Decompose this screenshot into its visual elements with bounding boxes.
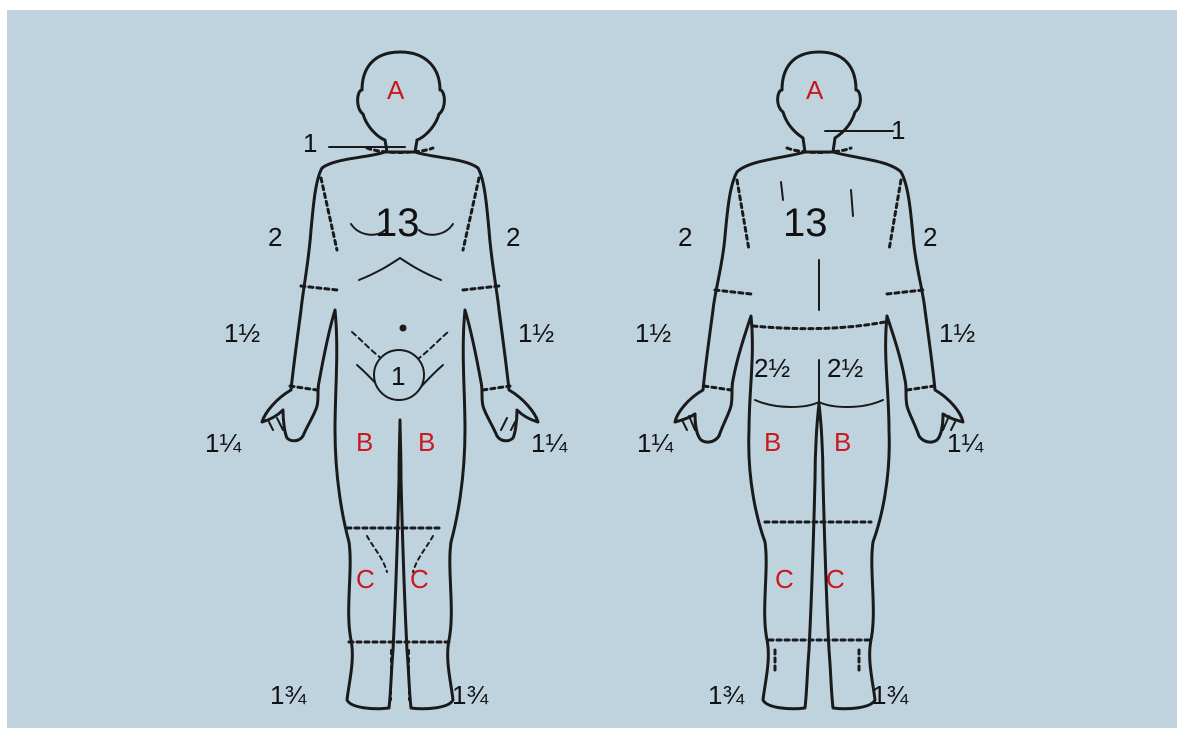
front-leg-right-label: C: [410, 566, 429, 592]
front-genitals-label: 1: [391, 363, 405, 389]
front-foot-left-label: 1¾: [270, 682, 306, 708]
back-foot-left-label: 1¾: [708, 682, 744, 708]
back-leg-right-label: C: [826, 566, 845, 592]
back-trunk-label: 13: [783, 203, 828, 243]
front-head-label: A: [387, 77, 404, 103]
back-leg-left-label: C: [775, 566, 794, 592]
back-thigh-left-label: B: [764, 429, 781, 455]
back-thigh-right-label: B: [834, 429, 851, 455]
back-upper-arm-right-label: 2: [923, 224, 937, 250]
back-neck-label: 1: [891, 117, 905, 143]
back-buttock-left-label: 2½: [754, 355, 790, 381]
back-forearm-right-label: 1½: [939, 320, 975, 346]
back-body-outline: [675, 52, 963, 709]
front-leg-left-label: C: [356, 566, 375, 592]
body-outline-figure: [7, 10, 1177, 728]
back-foot-right-label: 1¾: [872, 682, 908, 708]
front-thigh-right-label: B: [418, 429, 435, 455]
front-hand-right-label: 1¼: [531, 430, 567, 456]
front-trunk-label: 13: [375, 203, 420, 243]
front-forearm-left-label: 1½: [224, 320, 260, 346]
front-neck-label: 1: [303, 130, 317, 156]
front-hand-left-label: 1¼: [205, 430, 241, 456]
back-upper-arm-left-label: 2: [678, 224, 692, 250]
front-upper-arm-left-label: 2: [268, 224, 282, 250]
front-forearm-right-label: 1½: [518, 320, 554, 346]
front-thigh-left-label: B: [356, 429, 373, 455]
back-buttock-right-label: 2½: [827, 355, 863, 381]
back-hand-left-label: 1¼: [637, 430, 673, 456]
back-head-label: A: [806, 77, 823, 103]
back-forearm-left-label: 1½: [635, 320, 671, 346]
diagram-panel: A 1 13 2 2 1½ 1½ 1 1¼ 1¼ B B C C 1¾ 1¾ A…: [7, 10, 1177, 728]
front-foot-right-label: 1¾: [452, 682, 488, 708]
front-upper-arm-right-label: 2: [506, 224, 520, 250]
back-hand-right-label: 1¼: [947, 430, 983, 456]
